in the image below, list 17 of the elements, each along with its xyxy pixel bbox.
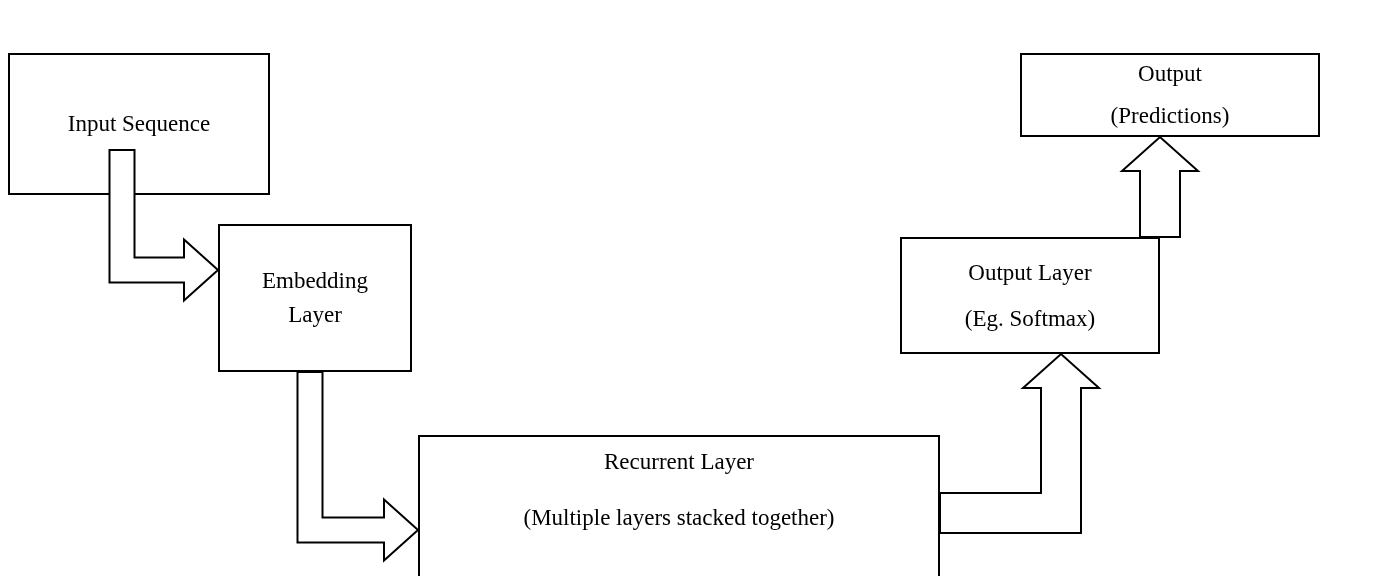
process-box [218, 224, 412, 372]
process-box [8, 53, 270, 195]
box-title: Input Sequence [67, 110, 211, 138]
box-title: Output [1138, 60, 1202, 88]
box-subtitle: (Multiple layers stacked together) [523, 504, 835, 532]
process-box [1020, 53, 1320, 137]
box-title: Recurrent Layer [603, 448, 755, 476]
box-subtitle: (Predictions) [1110, 102, 1230, 130]
block-arrow [1119, 135, 1201, 238]
process-box [418, 435, 940, 576]
box-title: Embedding Layer [260, 266, 369, 329]
process-box [900, 237, 1160, 354]
block-arrow [939, 352, 1102, 534]
block-arrow [296, 371, 420, 563]
box-subtitle: (Eg. Softmax) [964, 304, 1096, 333]
box-title: Output Layer [968, 258, 1092, 287]
block-arrow [108, 149, 220, 303]
